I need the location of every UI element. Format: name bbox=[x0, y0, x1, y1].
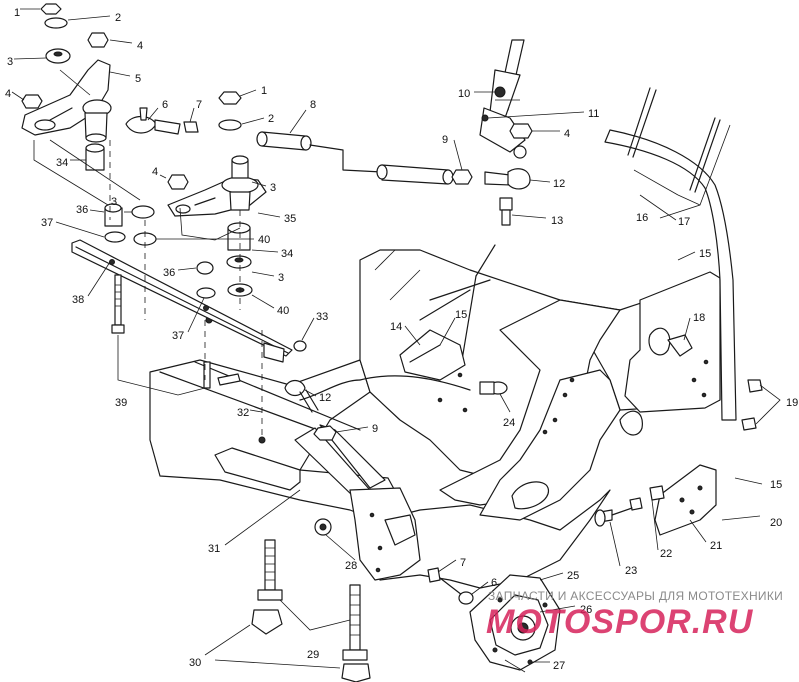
side-mounts bbox=[667, 334, 781, 521]
callout-1: 1 bbox=[14, 7, 20, 19]
callout-17: 17 bbox=[678, 216, 690, 228]
callout-4: 4 bbox=[152, 166, 158, 178]
handlebar-tube bbox=[604, 87, 737, 421]
callout-8: 8 bbox=[310, 99, 316, 111]
callout-36: 36 bbox=[163, 267, 175, 279]
callout-40: 40 bbox=[277, 305, 289, 317]
callout-31: 31 bbox=[208, 543, 220, 555]
callout-4: 4 bbox=[5, 88, 11, 100]
center-bracket bbox=[399, 329, 508, 395]
callout-38: 38 bbox=[72, 294, 84, 306]
callout-6: 6 bbox=[162, 99, 168, 111]
drag-link bbox=[256, 123, 533, 226]
callout-29: 29 bbox=[307, 649, 319, 661]
callout-2: 2 bbox=[115, 12, 121, 24]
callout-9: 9 bbox=[442, 134, 448, 146]
callout-14: 14 bbox=[390, 321, 402, 333]
watermark-tagline: ЗАПЧАСТИ И АКСЕССУАРЫ ДЛЯ МОТОТЕХНИКИ bbox=[488, 589, 783, 603]
callout-35: 35 bbox=[284, 213, 296, 225]
callout-26: 26 bbox=[580, 604, 592, 616]
callout-34: 34 bbox=[281, 248, 293, 260]
callout-4: 4 bbox=[564, 128, 570, 140]
callout-37: 37 bbox=[41, 217, 53, 229]
watermark: ЗАПЧАСТИ И АКСЕССУАРЫ ДЛЯ МОТОТЕХНИКИ MO… bbox=[486, 589, 783, 641]
chassis-frame bbox=[149, 249, 721, 589]
watermark-logo: MOTOSPOR.RU bbox=[486, 603, 754, 641]
steering-linkage bbox=[21, 3, 337, 441]
callout-2: 2 bbox=[268, 113, 274, 125]
callout-13: 13 bbox=[551, 215, 563, 227]
mount-plate bbox=[594, 464, 717, 536]
callout-19: 19 bbox=[786, 397, 798, 409]
callout-6: 6 bbox=[491, 577, 497, 589]
callout-10: 10 bbox=[458, 88, 470, 100]
callout-9: 9 bbox=[372, 423, 378, 435]
callout-22: 22 bbox=[660, 548, 672, 560]
callout-18: 18 bbox=[693, 312, 705, 324]
callout-3: 3 bbox=[278, 272, 284, 284]
callout-28: 28 bbox=[345, 560, 357, 572]
callout-12: 12 bbox=[319, 392, 331, 404]
callout-34: 34 bbox=[56, 157, 68, 169]
callout-11: 11 bbox=[588, 108, 599, 120]
long-bolts bbox=[204, 539, 371, 682]
callout-15: 15 bbox=[455, 309, 467, 321]
callout-32: 32 bbox=[237, 407, 249, 419]
callout-37: 37 bbox=[172, 330, 184, 342]
callout-7: 7 bbox=[196, 99, 202, 111]
callout-1: 1 bbox=[261, 85, 267, 97]
callout-24: 24 bbox=[503, 417, 515, 429]
callout-12: 12 bbox=[553, 178, 565, 190]
callout-3: 3 bbox=[7, 56, 13, 68]
callout-21: 21 bbox=[710, 540, 722, 552]
callout-20: 20 bbox=[770, 517, 782, 529]
callout-25: 25 bbox=[567, 570, 579, 582]
callout-30: 30 bbox=[189, 657, 201, 669]
callout-15: 15 bbox=[699, 248, 711, 260]
callout-5: 5 bbox=[135, 73, 141, 85]
callout-7: 7 bbox=[460, 557, 466, 569]
front-bracket bbox=[427, 567, 561, 673]
callout-16: 16 bbox=[636, 212, 648, 224]
steering-post bbox=[461, 39, 527, 361]
callout-3: 3 bbox=[270, 182, 276, 194]
callout-40: 40 bbox=[258, 234, 270, 246]
leader-lines bbox=[11, 8, 731, 663]
callout-3: 3 bbox=[111, 196, 117, 208]
callout-15: 15 bbox=[770, 479, 782, 491]
callout-4: 4 bbox=[137, 40, 143, 52]
callout-27: 27 bbox=[553, 660, 565, 672]
callout-33: 33 bbox=[316, 311, 328, 323]
callout-36: 36 bbox=[76, 204, 88, 216]
callout-39: 39 bbox=[115, 397, 127, 409]
callout-23: 23 bbox=[625, 565, 637, 577]
